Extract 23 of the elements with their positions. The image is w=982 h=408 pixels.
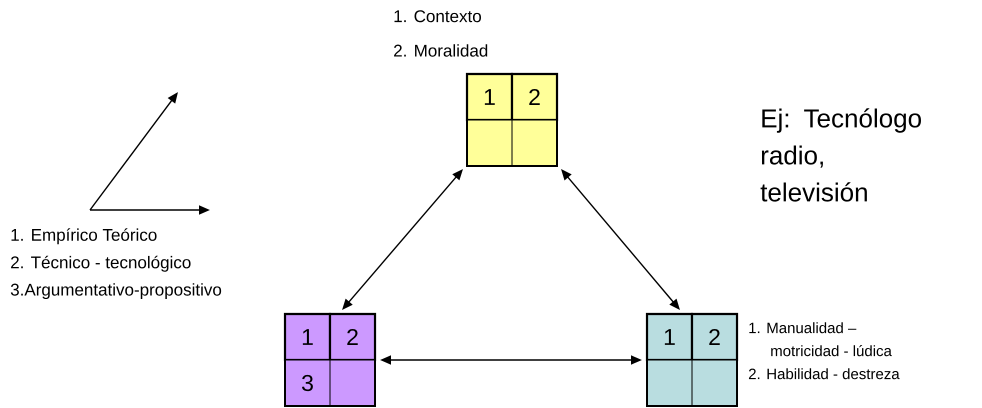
grid-cell: 2: [690, 312, 738, 362]
grid-cell: [466, 120, 512, 166]
grid-cell: [692, 360, 738, 406]
grid-box: [284, 313, 376, 407]
grid-cell: [512, 120, 558, 166]
note-text: Ej: Tecnólogo radio, televisión: [760, 108, 921, 202]
grid-cell: [646, 360, 692, 406]
grid-cell: [330, 360, 376, 406]
grid-cell: 1: [466, 72, 514, 122]
list-item: 3.Argumentativo-propositivo: [10, 283, 222, 300]
list-item: 1. Empírico Teórico: [12, 228, 157, 244]
list-item: 1. Contexto: [394, 10, 481, 22]
grid-cell: 1: [284, 312, 332, 362]
list-item: 2. Moralidad: [394, 44, 488, 57]
grid-cell: 1: [646, 312, 694, 362]
grid-cell: 3: [284, 360, 330, 406]
grid-box: [466, 73, 558, 167]
grid-cell: 2: [328, 312, 376, 362]
list-item: 1. Manualidad – motricidad - lúdica: [749, 322, 892, 356]
list-item: 2. Habilidad - destreza: [748, 368, 900, 380]
grid-cell: 2: [510, 72, 558, 122]
list-item: 2. Técnico - tecnológico: [11, 256, 191, 272]
grid-box: [646, 313, 738, 407]
